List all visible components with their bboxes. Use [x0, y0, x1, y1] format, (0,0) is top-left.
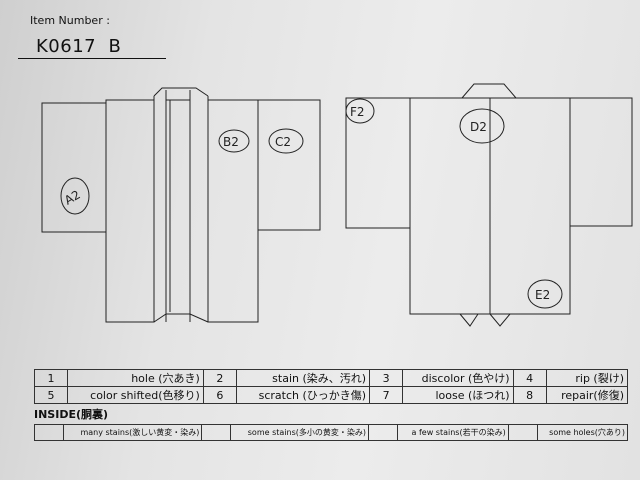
mark-circle-f	[345, 98, 375, 124]
legend-row: 1 hole (穴あき) 2 stain (染み、汚れ) 3 discolor …	[34, 369, 629, 387]
legend-label: scratch (ひっかき傷)	[235, 386, 371, 404]
legend-number: 7	[369, 386, 404, 404]
inside-checkbox-cell	[507, 424, 538, 441]
inside-checkbox-cell	[367, 424, 398, 441]
back-collar	[461, 83, 517, 99]
item-code-underline	[18, 58, 166, 59]
inside-item-label: some holes(穴あり)	[536, 424, 629, 441]
back-right-sleeve	[569, 97, 633, 227]
mark-label-f: F2	[350, 105, 365, 119]
mark-circle-d	[459, 108, 505, 144]
legend-label: stain (染み、汚れ)	[235, 369, 371, 387]
legend-number: 4	[512, 369, 547, 387]
mark-label-d: D2	[470, 120, 487, 134]
mark-label-c: C2	[275, 135, 291, 149]
legend-label: rip (裂け)	[545, 369, 629, 387]
mark-circle-c	[268, 128, 304, 154]
mark-label-a: A2	[62, 188, 83, 208]
legend-label: discolor (色やけ)	[402, 369, 514, 387]
mark-circle-a	[60, 177, 90, 215]
legend-label: color shifted(色移り)	[67, 386, 204, 404]
legend-number: 6	[202, 386, 237, 404]
back-view-diagram	[345, 83, 633, 327]
back-body	[409, 97, 571, 315]
inside-row: many stains(激しい黄変・染み) some stains(多小の黄変・…	[34, 424, 629, 441]
legend-number: 8	[512, 386, 547, 404]
mark-circle-b	[218, 129, 250, 153]
legend-number: 5	[34, 386, 68, 404]
front-collar-top	[153, 87, 209, 97]
mark-circle-e	[527, 279, 563, 309]
inside-item-label: a few stains(若干の染み)	[396, 424, 509, 441]
inside-checkbox-cell	[34, 424, 64, 441]
legend-label: hole (穴あき)	[67, 369, 204, 387]
legend-number: 3	[369, 369, 404, 387]
legend-number: 1	[34, 369, 68, 387]
legend-label: loose (ほつれ)	[402, 386, 514, 404]
handwritten-marks	[60, 98, 563, 309]
inside-item-label: many stains(激しい黄変・染み)	[62, 424, 203, 441]
handwritten-labels: A2 B2 C2 F2 D2 E2	[62, 105, 550, 302]
inside-condition-table: many stains(激しい黄変・染み) some stains(多小の黄変・…	[34, 424, 629, 441]
front-left-sleeve	[41, 102, 107, 233]
front-right-sleeve	[257, 99, 321, 231]
mark-label-b: B2	[223, 135, 239, 149]
inside-item-label: some stains(多小の黄変・染み)	[230, 424, 369, 441]
inside-checkbox-cell	[201, 424, 232, 441]
legend-row: 5 color shifted(色移り) 6 scratch (ひっかき傷) 7…	[34, 386, 629, 404]
legend-label: repair(修復)	[545, 386, 629, 404]
mark-label-e: E2	[535, 288, 550, 302]
legend-number: 2	[202, 369, 237, 387]
damage-legend-table: 1 hole (穴あき) 2 stain (染み、汚れ) 3 discolor …	[34, 369, 629, 404]
front-view-diagram	[41, 87, 321, 323]
front-left-body	[105, 99, 155, 323]
front-right-body	[207, 99, 259, 323]
item-number-label: Item Number :	[30, 14, 110, 27]
item-code: K0617 B	[36, 36, 122, 57]
inside-label: INSIDE(胴裏)	[34, 408, 109, 421]
